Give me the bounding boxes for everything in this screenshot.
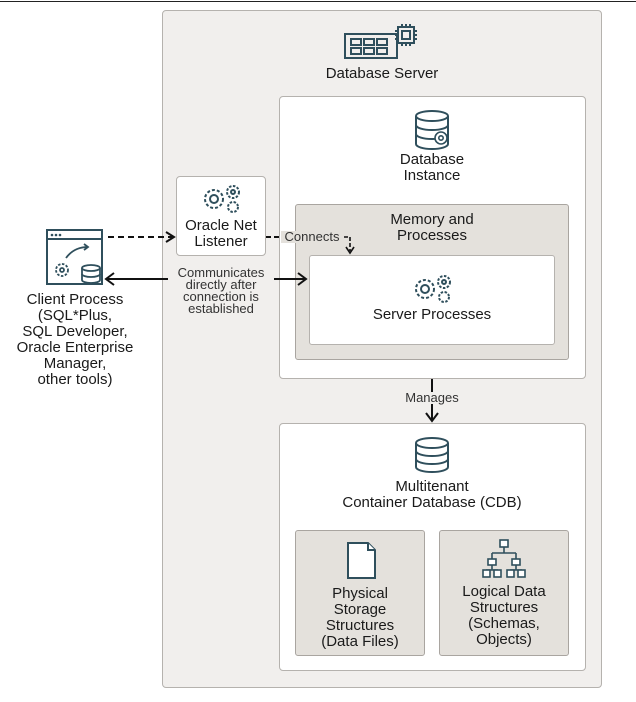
manages-edge-label: Manages (399, 391, 465, 404)
database-instance-label: Database Instance (399, 151, 465, 184)
database-server-label: Database Server (325, 65, 439, 82)
connects-edge-label: Connects (281, 230, 343, 243)
top-border (0, 1, 636, 2)
cdb-label: Multitenant Container Database (CDB) (342, 478, 522, 511)
communicates-edge-label: Communicates directly after connection i… (168, 266, 274, 315)
server-processes-label: Server Processes (372, 306, 492, 323)
listener-box (176, 176, 266, 256)
memory-processes-label: Memory and Processes (390, 211, 474, 244)
client-process-label: Client Process (SQL*Plus, SQL Developer,… (16, 291, 134, 388)
logical-data-box (439, 530, 569, 656)
physical-storage-label: Physical Storage Structures (Data Files) (321, 585, 399, 650)
logical-data-label: Logical Data Structures (Schemas, Object… (462, 583, 546, 648)
server-processes-box (309, 255, 555, 345)
listener-label: Oracle Net Listener (185, 217, 257, 250)
